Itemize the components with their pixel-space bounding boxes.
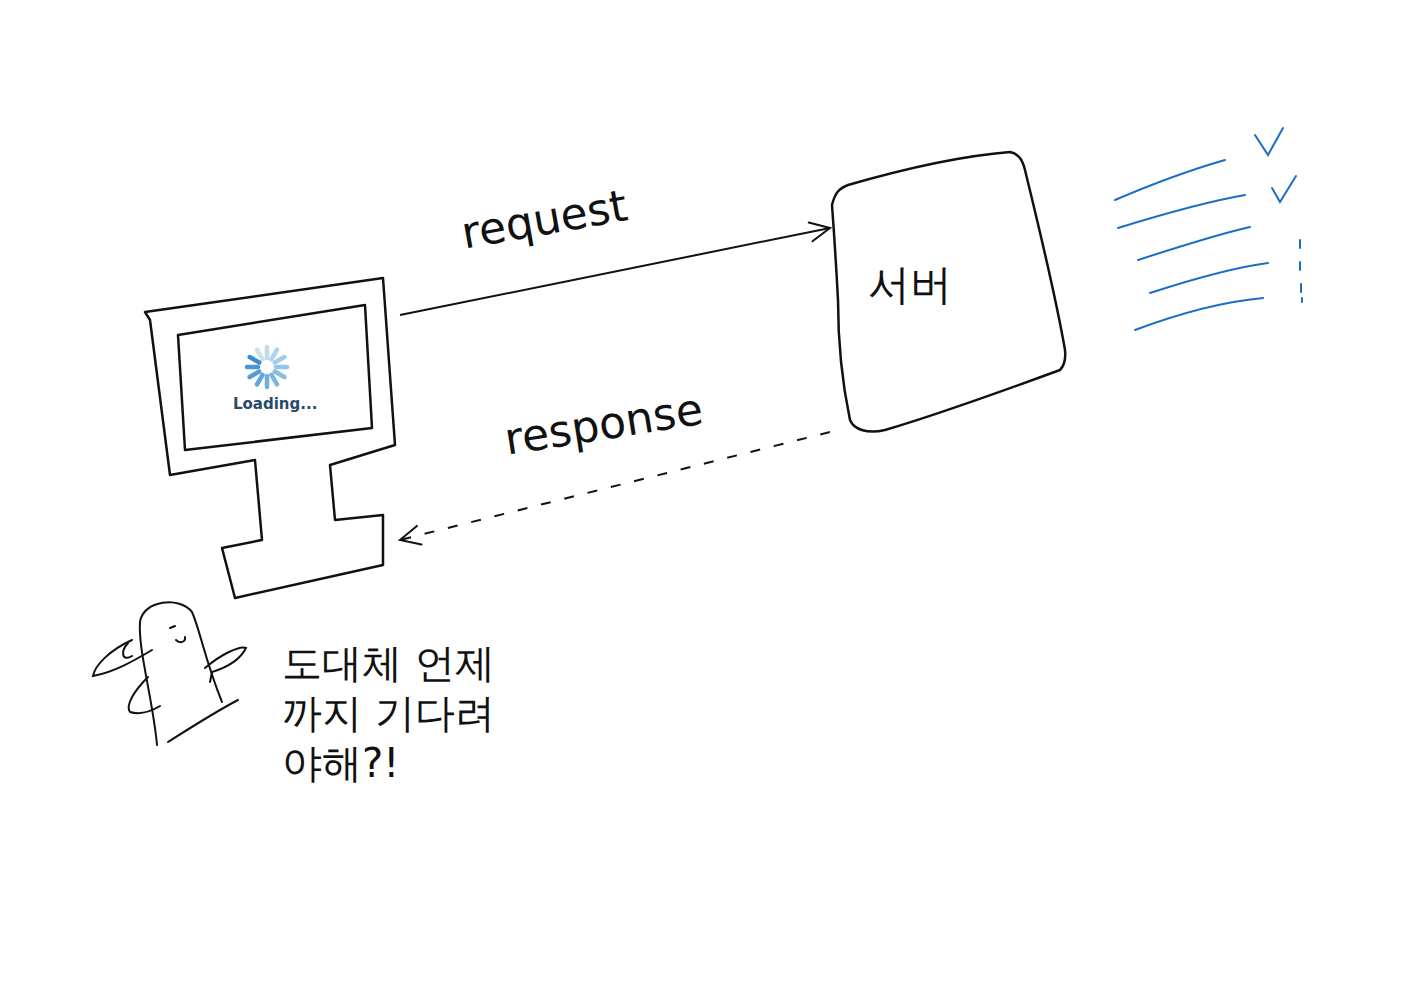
- server-label: 서버: [868, 257, 952, 313]
- computer-monitor-outline: [145, 275, 400, 600]
- speech-note: 도대체 언제까지 기다려야해?!: [282, 638, 532, 788]
- edge-label: request: [458, 183, 630, 255]
- checklist: [1115, 128, 1302, 330]
- response-arrow: [400, 432, 830, 544]
- loading-text: Loading...: [233, 395, 317, 413]
- edge-label: response: [502, 387, 706, 462]
- waiting-person: [93, 602, 246, 745]
- computer-monitor: Loading...: [145, 275, 400, 600]
- server-box: 서버: [830, 152, 1065, 432]
